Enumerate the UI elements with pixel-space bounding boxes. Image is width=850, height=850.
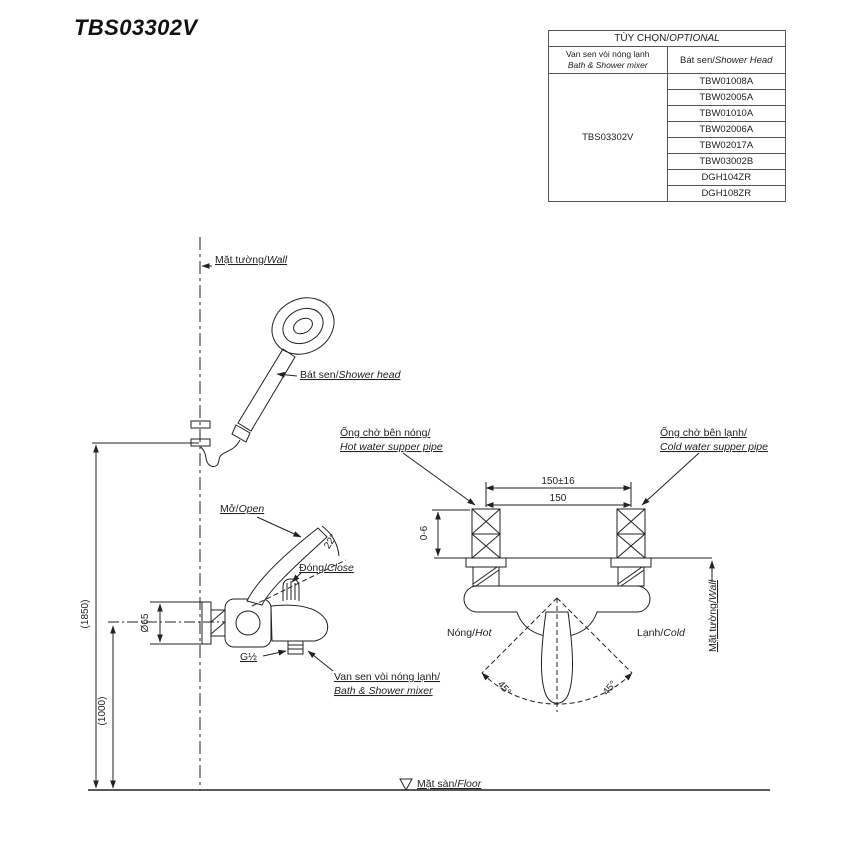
shower-column-header: Bát sen/Shower Head <box>666 45 786 75</box>
mixer-side-view <box>201 525 347 655</box>
dim-1850-label: (1850) <box>80 600 91 629</box>
dim-150-tol-label: 150±16 <box>541 476 575 487</box>
angle-arc <box>321 525 340 557</box>
wall-top-label: Mặt tường/Wall <box>215 254 288 266</box>
mixer-front-view <box>434 508 712 712</box>
dim-0-6-label: 0-6 <box>419 525 430 540</box>
leader-lines <box>201 263 715 672</box>
open-label: Mở/Open <box>220 503 264 515</box>
svg-text:Van sen vòi nóng lạnh/: Van sen vòi nóng lạnh/ <box>334 671 440 683</box>
floor-line <box>88 778 770 792</box>
spout <box>270 604 329 642</box>
table-row: DGH108ZR <box>549 185 786 203</box>
dim-150-label: 150 <box>550 493 567 504</box>
shower-bracket <box>190 420 211 447</box>
floor-label: Mặt sàn/Floor <box>417 778 482 790</box>
page-title: TBS03302V <box>74 15 198 40</box>
svg-text:Hot water supper pipe: Hot water supper pipe <box>340 441 443 453</box>
svg-text:Ống chờ bên lạnh/: Ống chờ bên lạnh/ <box>660 425 747 439</box>
shower-hose <box>200 439 241 467</box>
hand-shower <box>200 297 335 467</box>
g-half-label: G½ <box>240 651 257 663</box>
svg-text:Bath & Shower mixer: Bath & Shower mixer <box>334 685 433 697</box>
mixer-code-cell: TBS03302V <box>548 73 668 203</box>
shower-head-code: DGH108ZR <box>666 185 786 203</box>
height-dimensions <box>92 442 284 789</box>
wall-right-label: Mặt tường/Wall <box>707 579 719 652</box>
hot-supply-pipe <box>471 508 501 559</box>
svg-text:Cold water supper pipe: Cold water supper pipe <box>660 441 768 453</box>
lever-closed-line <box>251 559 347 607</box>
protrusion-dimension <box>432 509 470 557</box>
hot-pipe-label: Ống chờ bên nóng/ Hot water supper pipe <box>340 425 443 453</box>
shower-head-label: Bát sen/Shower head <box>300 369 402 381</box>
cold-supply-pipe <box>616 508 646 559</box>
cold-label: Lạnh/Cold <box>637 627 686 639</box>
floor-marker-icon <box>399 778 413 792</box>
diameter-dimension <box>150 601 203 645</box>
close-label: Đóng/Close <box>299 562 354 574</box>
lever-swing-range <box>481 597 633 712</box>
dim-1000-label: (1000) <box>97 697 108 726</box>
spacing-dimensions <box>485 482 632 508</box>
table-row: TBS03302V TBW01008A <box>548 73 786 203</box>
lever-open <box>246 527 328 606</box>
angle-45-right-label: 45° <box>601 679 619 698</box>
hot-label: Nóng/Hot <box>447 627 492 639</box>
cold-pipe-label: Ống chờ bên lạnh/ Cold water supper pipe <box>660 425 768 453</box>
dia-65-label: Ø65 <box>140 613 151 632</box>
mixer-label: Van sen vòi nóng lạnh/ Bath & Shower mix… <box>334 671 440 697</box>
svg-text:Ống chờ bên nóng/: Ống chờ bên nóng/ <box>340 425 430 439</box>
diverter-knob <box>282 578 300 601</box>
angle-45-left-label: 45° <box>495 679 513 698</box>
